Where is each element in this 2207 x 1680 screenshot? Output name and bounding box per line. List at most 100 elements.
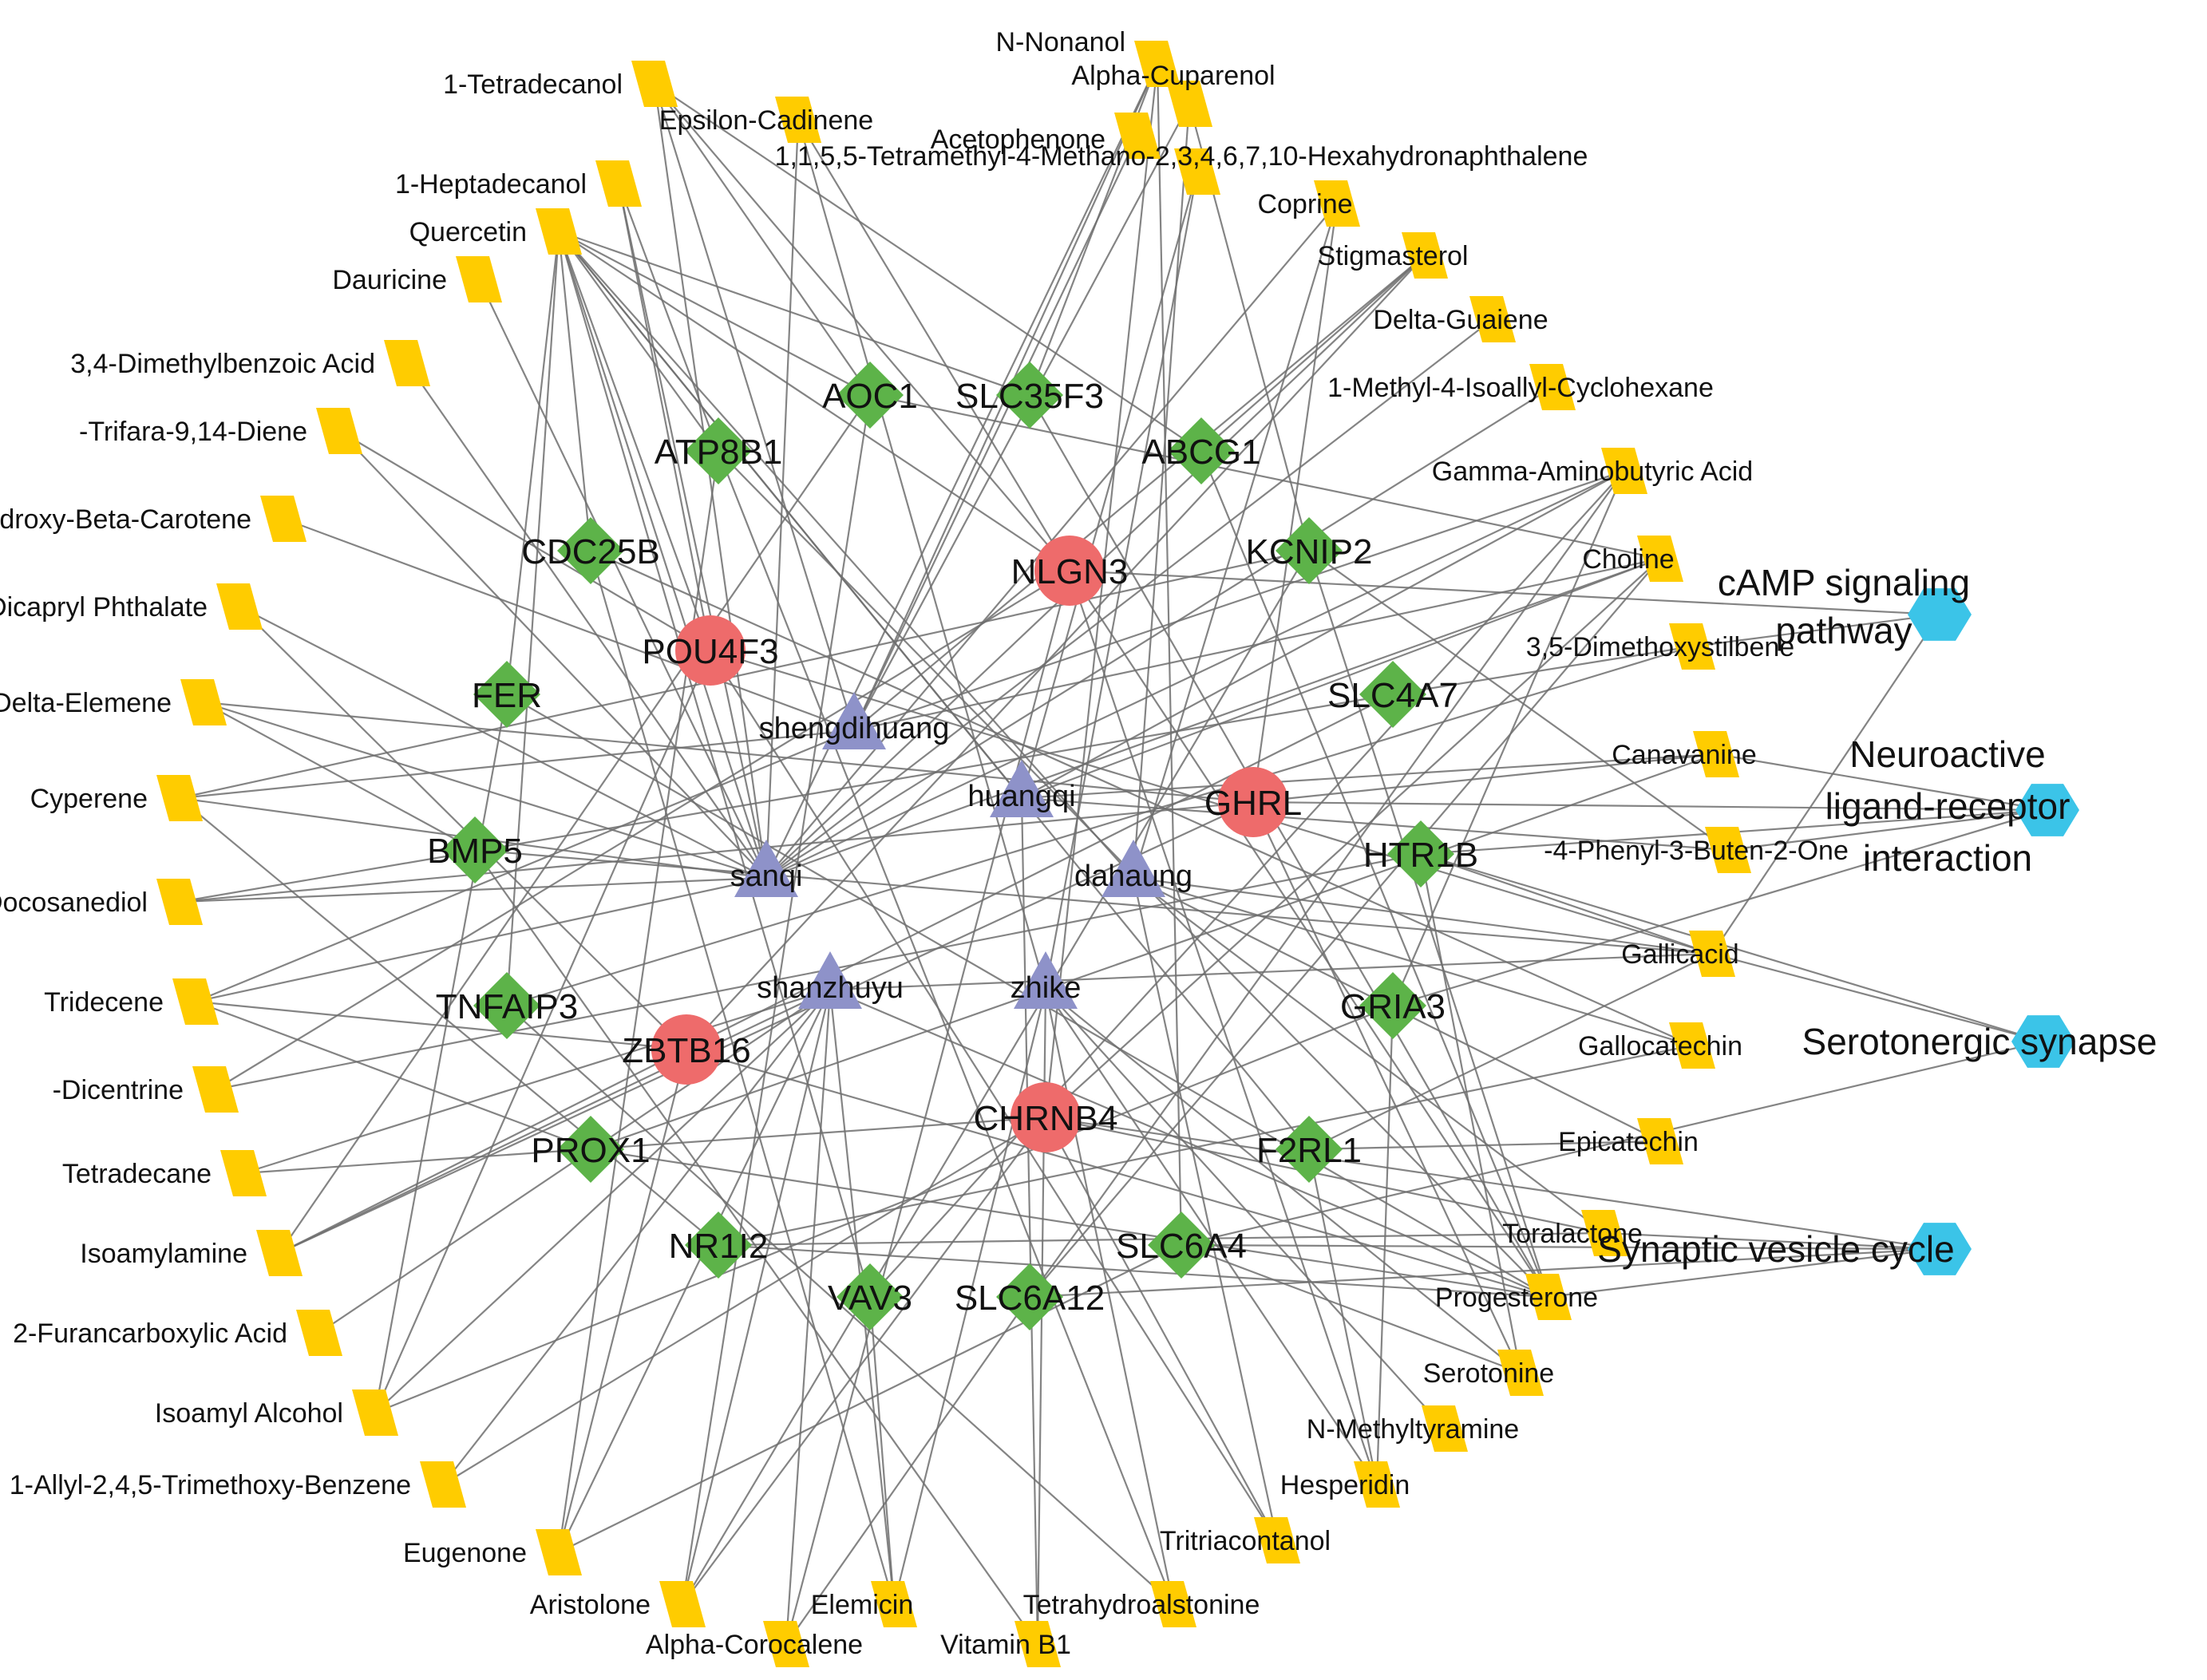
compound-node-3-5-dimethoxystilbene[interactable] [1669,623,1715,670]
target-node-f2rl1[interactable] [1276,1116,1343,1183]
compound-node-1-tetradecanol[interactable] [631,61,678,107]
compound-label: Alpha-Cuparenol [1071,61,1275,91]
edge-tnfaip3-to-3-5-dimethoxystilbene [506,645,1693,1007]
compound-node-progesterone[interactable] [1525,1274,1572,1320]
compound-node-choline[interactable] [1637,536,1683,582]
edge-f2rl1-to-hesperidin [1307,1148,1378,1485]
target-node-fer[interactable] [473,661,540,728]
edge-chrnb4-to-toralactone [1045,1116,1605,1235]
compound-node-delta-guaiene[interactable] [1469,296,1516,342]
compound-node-serotonine[interactable] [1497,1350,1544,1396]
target-node-htr1b[interactable] [1387,820,1454,887]
compound-node-alpha-cuparenol[interactable] [1166,81,1212,127]
edge-nr1i2-to-cyperene [179,797,719,1246]
compound-node-isoamyl-alcohol[interactable] [352,1389,398,1436]
pathway-node-serotonergic-synapse[interactable] [2011,1015,2075,1068]
compound-node-trifara-9-14-diene[interactable] [316,408,362,454]
pathway-node-camp-signaling-pathway[interactable] [1908,588,1972,641]
compound-node-gallicacid[interactable] [1689,931,1735,977]
target-node-slc4a7[interactable] [1359,661,1426,728]
compound-node-isoamylamine[interactable] [256,1230,303,1276]
herb-node-dahaung[interactable] [1102,840,1165,897]
herb-node-zhike[interactable] [1014,951,1078,1009]
compound-node-tetrahydroalstonine[interactable] [1150,1581,1196,1627]
hub-target-node-nlgn3[interactable] [1034,536,1105,606]
compound-node-canavanine[interactable] [1693,731,1739,777]
edge-slc4a7-to-3-5-dimethoxystilbene [1392,645,1693,696]
compound-node-acetophenone[interactable] [1114,113,1161,159]
edge-nlgn3-to-alpha-corocalene [785,570,1071,1645]
pathway-node-synaptic-vesicle-cycle[interactable] [1908,1223,1972,1275]
compound-node-dicentrine[interactable] [192,1066,239,1113]
compound-node-1-allyl-2-4-5-trimethoxy-benzene[interactable] [420,1461,466,1508]
edge-nlgn3-to-quercetin [558,231,1070,571]
target-node-nr1i2[interactable] [685,1212,752,1279]
target-node-prox1[interactable] [557,1116,624,1183]
compound-node-coprine[interactable] [1314,180,1360,227]
target-node-atp8b1[interactable] [685,417,752,484]
compound-node-1-methyl-4-isoallyl-cyclohexane[interactable] [1529,364,1576,410]
compound-node-cyperene[interactable] [156,775,203,821]
herb-label: zhike [1011,971,1082,1005]
compound-node-1-1-5-5-tetramethyl-4-methano-2-3-4-6-7-10-hexahydronaphthalene[interactable] [1174,148,1220,195]
target-node-slc35f3[interactable] [996,362,1063,429]
target-node-kcnip2[interactable] [1276,517,1343,584]
compound-node-1-heptadecanol[interactable] [595,160,642,207]
node-layer [156,41,2079,1667]
edge-nlgn3-to-epsilon-cadinene [797,119,1070,571]
target-label: AOC1 [822,377,918,416]
hub-target-node-chrnb4[interactable] [1011,1082,1081,1152]
compound-node-tridecene[interactable] [172,978,219,1025]
hub-target-node-pou4f3[interactable] [675,615,746,686]
compound-label: Tetradecane [62,1159,212,1189]
herb-node-shengdihuang[interactable] [822,692,886,749]
target-node-tnfaip3[interactable] [473,972,540,1039]
compound-node-2-furancarboxylic-acid[interactable] [296,1310,342,1356]
edge-nlgn3-to-progesterone [1069,570,1549,1298]
herb-node-sanqi[interactable] [734,840,798,897]
compound-node-epicatechin[interactable] [1637,1118,1683,1164]
herb-node-shanzhuyu[interactable] [798,951,862,1009]
compound-node-1-22-docosanediol[interactable] [156,879,203,925]
compound-node-gamma-aminobutyric-acid[interactable] [1601,448,1647,494]
compound-node-3-4-dimethylbenzoic-acid[interactable] [384,340,430,386]
compound-label: Gallocatechin [1578,1031,1742,1061]
compound-node-aristolone[interactable] [659,1581,706,1627]
compound-node-n-methyltyramine[interactable] [1422,1405,1468,1452]
edge-abcg1-to-stigmasterol [1200,255,1426,452]
compound-node-4-4-diketo-3-hydroxy-beta-carotene[interactable] [260,496,307,542]
target-node-gria3[interactable] [1359,972,1426,1039]
target-node-vav3[interactable] [837,1263,904,1330]
compound-node-tritriacontanol[interactable] [1254,1517,1300,1563]
pathway-node-neuroactive-ligand-receptor-interaction[interactable] [2015,784,2079,836]
compound-label: Epicatechin [1558,1127,1699,1157]
compound-node-eugenone[interactable] [536,1529,582,1575]
compound-node-n-nonanol[interactable] [1134,41,1181,87]
target-node-slc6a4[interactable] [1148,1212,1215,1279]
compound-label: Stigmasterol [1318,241,1469,271]
hub-target-node-zbtb16[interactable] [651,1014,722,1085]
compound-node-alpha-corocalene[interactable] [763,1621,809,1667]
compound-node-quercetin[interactable] [536,208,582,255]
compound-node-gallocatechin[interactable] [1669,1022,1715,1069]
compound-node-elemicin[interactable] [871,1581,917,1627]
target-node-abcg1[interactable] [1168,417,1235,484]
herb-node-huangqi[interactable] [990,760,1054,817]
target-node-slc6a12[interactable] [996,1263,1063,1330]
target-node-aoc1[interactable] [837,362,904,429]
target-node-bmp5[interactable] [441,816,508,883]
pathway-label: Synaptic vesicle cycle [1597,1228,1954,1270]
compound-node-4-phenyl-3-buten-2-one[interactable] [1705,827,1751,873]
hub-target-node-ghrl[interactable] [1218,767,1288,837]
compound-node-stigmasterol[interactable] [1402,232,1448,279]
target-node-cdc25b[interactable] [557,517,624,584]
compound-node-toralactone[interactable] [1581,1210,1628,1256]
compound-node-dauricine[interactable] [456,256,502,302]
compound-node-vitamin-b1[interactable] [1015,1621,1061,1667]
compound-node-hesperidin[interactable] [1354,1461,1400,1508]
compound-node-dicapryl-phthalate[interactable] [216,583,263,630]
compound-node-delta-elemene[interactable] [180,679,227,725]
compound-node-tetradecane[interactable] [220,1150,267,1196]
compound-node-epsilon-cadinene[interactable] [775,97,821,143]
edge-chrnb4-to-aristolone [682,1117,1046,1605]
